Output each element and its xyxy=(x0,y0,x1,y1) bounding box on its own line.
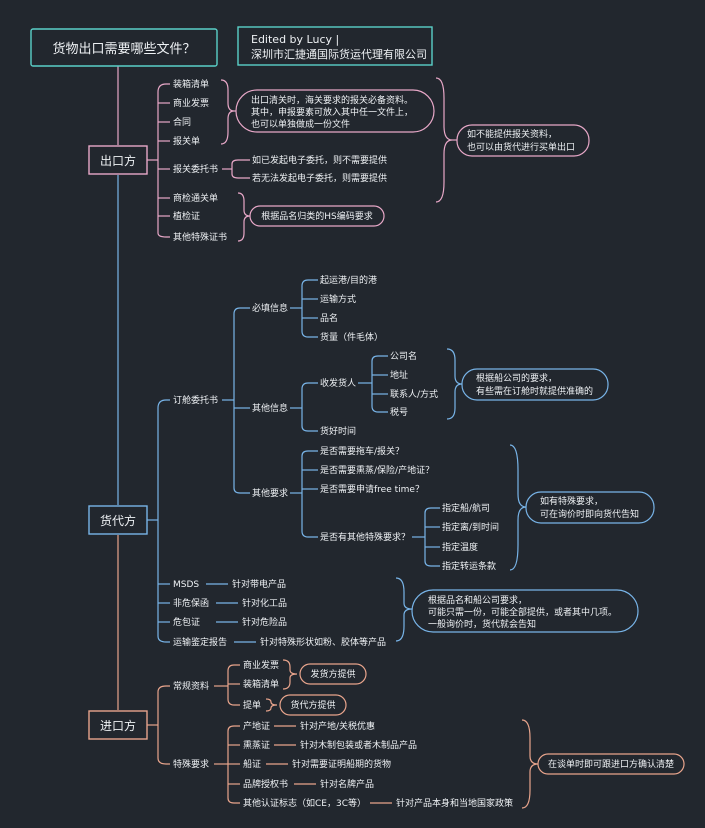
consignee-item: 联系人/方式 xyxy=(390,388,438,400)
special-item: 指定船/航司 xyxy=(442,502,490,514)
author-line-1: Edited by Lucy | xyxy=(251,33,339,46)
forwarder-note: 货代方提供 xyxy=(290,699,335,711)
regular-item: 商业发票 xyxy=(243,659,279,671)
booking-node: 订舱委托书 xyxy=(173,394,218,406)
special-item: 指定离/到时间 xyxy=(442,521,499,533)
special-note-line: 可在询价时即向货代告知 xyxy=(540,508,639,520)
question-item: 是否有其他特殊要求？ xyxy=(320,531,410,543)
forwarder-note-box xyxy=(279,694,347,716)
confirm-note-box xyxy=(537,753,685,775)
required-item: 货量（件毛体） xyxy=(320,331,383,343)
special-req-node: 特殊要求 xyxy=(173,758,209,770)
export-item: 装箱清单 xyxy=(173,78,209,90)
special-doc-name: 熏蒸证 xyxy=(243,739,270,751)
export-node-box xyxy=(88,145,148,175)
customs-note-line: 出口清关时，海关要求的报关必备资料。 xyxy=(251,94,413,106)
confirm-note: 在谈单时即可跟进口方确认清楚 xyxy=(548,758,674,770)
proxy-option: 若无法发起电子委托，则需要提供 xyxy=(252,172,387,184)
doc-name: 运输鉴定报告 xyxy=(173,636,227,648)
ship-note-line: 根据船公司的要求， xyxy=(476,372,557,384)
export-item: 商业发票 xyxy=(173,97,209,109)
special-note-box xyxy=(525,491,655,524)
buy-note-box xyxy=(456,124,590,157)
cargo-time-node: 货好时间 xyxy=(320,425,356,437)
doc-name: MSDS xyxy=(173,580,199,590)
docs-note-box xyxy=(411,589,639,633)
regular-item: 装箱清单 xyxy=(243,678,279,690)
export-item: 报关单 xyxy=(173,135,200,147)
special-item: 指定转运条款 xyxy=(442,560,496,572)
hs-note-box xyxy=(249,205,385,227)
required-item: 品名 xyxy=(320,312,338,324)
regular-docs-node: 常规资料 xyxy=(173,680,209,692)
required-item: 起运港/目的港 xyxy=(320,274,377,286)
consignee-item: 税号 xyxy=(390,406,408,418)
doc-desc: 针对危险品 xyxy=(242,616,287,628)
consignee-item: 地址 xyxy=(390,369,408,381)
docs-note-line: 可能只需一份，可能全部提供，或者其中几项。 xyxy=(428,606,617,618)
export-items: 装箱清单 商业发票 合同 报关单 报关委托书 商检通关单 植检证 其他特殊证书 xyxy=(173,78,227,243)
hs-note: 根据品名归类的HS编码要求 xyxy=(261,210,372,222)
doc-name: 非危保函 xyxy=(173,597,209,609)
required-item: 运输方式 xyxy=(320,293,356,305)
export-item: 合同 xyxy=(173,116,191,128)
regular-item: 提单 xyxy=(243,699,261,711)
buy-note-line: 也可以由货代进行买单出口 xyxy=(467,141,575,153)
doc-desc: 针对带电产品 xyxy=(232,578,286,590)
special-doc-desc: 针对木制包装或者木制品产品 xyxy=(300,739,417,751)
docs-note-line: 一般询价时，货代就会告知 xyxy=(428,618,536,630)
author-line-2: 深圳市汇捷通国际货运代理有限公司 xyxy=(251,47,427,61)
export-item: 植检证 xyxy=(173,210,200,222)
export-connectors xyxy=(147,77,457,242)
question-item: 是否需要拖车/报关？ xyxy=(320,445,404,457)
special-item: 指定温度 xyxy=(442,541,478,553)
proxy-option: 如已发起电子委托，则不需要提供 xyxy=(252,154,387,166)
export-item: 报关委托书 xyxy=(173,163,218,175)
required-info-node: 必填信息 xyxy=(252,302,288,314)
doc-desc: 针对特殊形状如粉、胶体等产品 xyxy=(260,636,386,648)
consignee-item: 公司名 xyxy=(390,350,417,362)
import-node-box xyxy=(88,710,148,740)
question-item: 是否需要熏蒸/保险/产地证？ xyxy=(320,464,434,476)
ship-note-box xyxy=(461,368,609,401)
special-doc-name: 产地证 xyxy=(243,720,270,732)
other-req-node: 其他要求 xyxy=(252,487,288,499)
import-node: 进口方 xyxy=(100,718,136,733)
special-note-line: 如有特殊要求， xyxy=(540,495,603,507)
page-title: 货物出口需要哪些文件？ xyxy=(52,41,195,57)
doc-name: 危包证 xyxy=(173,616,200,628)
special-doc-desc: 针对名牌产品 xyxy=(320,778,374,790)
special-doc-desc: 针对需要证明船期的货物 xyxy=(292,758,391,770)
shipper-note: 发货方提供 xyxy=(310,668,355,680)
buy-note-line: 如不能提供报关资料， xyxy=(467,128,557,140)
export-node: 出口方 xyxy=(100,153,136,168)
export-item: 商检通关单 xyxy=(173,192,218,204)
customs-note-line: 也可以单独做成一份文件 xyxy=(251,118,350,130)
shipper-note-box xyxy=(299,663,367,685)
export-item: 其他特殊证书 xyxy=(173,231,227,243)
docs-note-line: 根据品名和船公司要求， xyxy=(428,594,527,606)
special-doc-name: 其他认证标志（如CE，3C等） xyxy=(243,797,366,809)
forwarder-node: 货代方 xyxy=(100,513,136,528)
doc-desc: 针对化工品 xyxy=(242,597,287,609)
customs-note-box xyxy=(235,89,435,133)
consignee-node: 收发货人 xyxy=(320,377,356,389)
forwarder-node-box xyxy=(88,505,148,535)
special-doc-name: 品牌授权书 xyxy=(243,778,288,790)
ship-note-line: 有些需在订舱时就提供准确的 xyxy=(476,385,593,397)
customs-note-line: 其中，申报要素可放入其中任一文件上， xyxy=(251,106,413,118)
special-doc-desc: 针对产地/关税优惠 xyxy=(300,720,375,732)
forwarder-connectors xyxy=(147,279,527,643)
special-doc-desc: 针对产品本身和当地国家政策 xyxy=(396,797,513,809)
special-doc-name: 船证 xyxy=(243,758,261,770)
other-info-node: 其他信息 xyxy=(252,402,288,414)
author-box xyxy=(237,26,433,66)
title-box xyxy=(30,28,218,67)
question-item: 是否需要申请free time？ xyxy=(320,483,424,495)
